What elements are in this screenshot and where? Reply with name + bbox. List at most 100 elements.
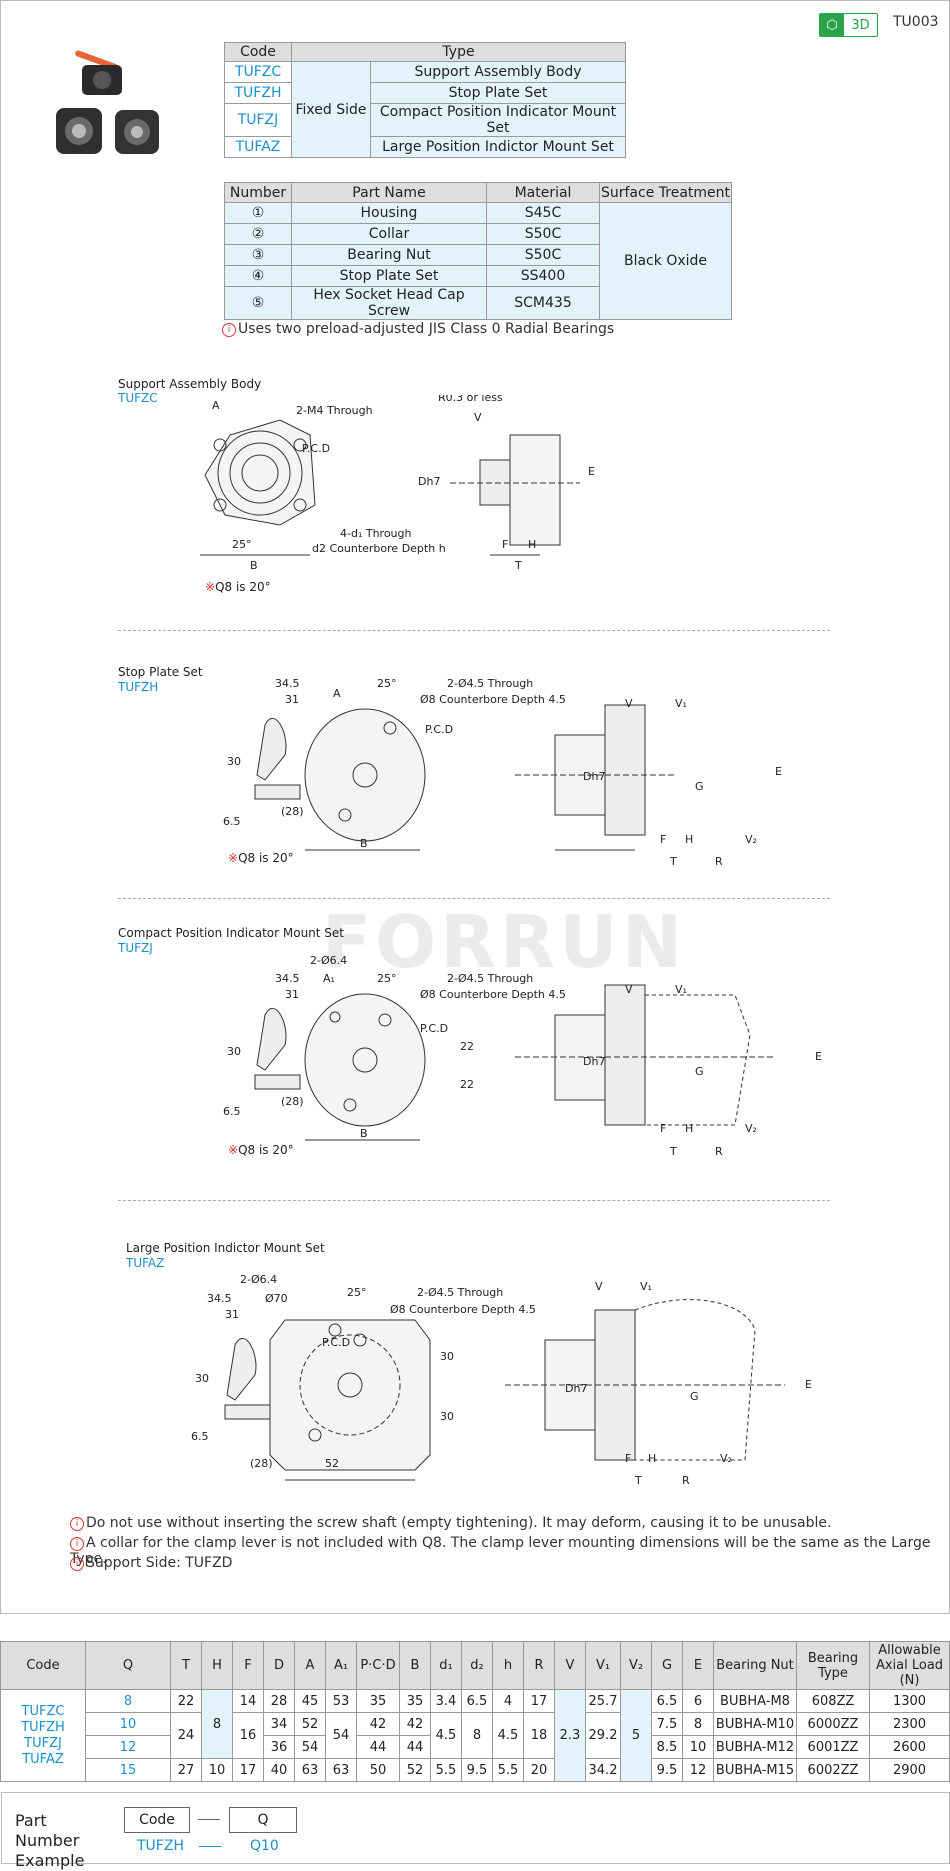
q-option[interactable]: 10: [85, 1712, 171, 1736]
dim-label: (28): [250, 1457, 273, 1470]
spec-cell: 2900: [869, 1758, 950, 1782]
info-icon: i: [222, 323, 236, 337]
spec-cell: 5.5: [492, 1758, 524, 1782]
dim-label: Ø8 Counterbore Depth 4.5: [420, 988, 566, 1001]
spec-header: Q: [85, 1641, 171, 1690]
info-icon: i: [70, 1537, 84, 1551]
code-link-tufzc[interactable]: TUFZC: [224, 61, 292, 83]
spec-header: F: [232, 1641, 264, 1690]
note-mark-icon: ※: [228, 851, 239, 865]
drawing-note-text: Q8 is 20°: [238, 851, 294, 865]
section-divider: [118, 630, 830, 631]
section-divider: [118, 1200, 830, 1201]
spec-cell: 27: [170, 1758, 202, 1782]
spec-cell: BUBHA-M10: [713, 1712, 797, 1736]
drawing-code: TUFZJ: [118, 941, 153, 955]
dim-label: Dh7: [583, 770, 605, 783]
spec-cell: 10: [201, 1758, 233, 1782]
dim-label: 30: [440, 1410, 454, 1423]
dim-label: 2-Ø4.5 Through: [447, 677, 533, 690]
dim-label: 2-Ø6.4: [310, 955, 347, 967]
note-mark-icon: ※: [205, 580, 216, 594]
spec-cell: 5.5: [430, 1758, 462, 1782]
q-option[interactable]: 15: [85, 1758, 171, 1782]
spec-codes-cell: TUFZC TUFZH TUFZJ TUFAZ: [0, 1689, 86, 1782]
dim-label: (28): [281, 805, 304, 818]
spec-header: d₁: [430, 1641, 462, 1690]
dim-label: Ø8 Counterbore Depth 4.5: [420, 693, 566, 706]
type-table-header-type: Type: [291, 42, 626, 62]
code-link-tufzh[interactable]: TUFZH: [224, 82, 292, 104]
dim-label: 52: [325, 1457, 339, 1470]
dim-label: V: [595, 1280, 603, 1293]
spec-cell: 17: [232, 1758, 264, 1782]
code-link-tufaz[interactable]: TUFAZ: [224, 136, 292, 158]
spec-header: P·C·D: [356, 1641, 400, 1690]
3d-button[interactable]: ⬡ 3D: [819, 13, 878, 37]
spec-cell: 6000ZZ: [796, 1712, 870, 1736]
spec-header: Bearing Type: [796, 1641, 870, 1690]
dim-label: (28): [281, 1095, 304, 1108]
spec-cell: 9.5: [461, 1758, 493, 1782]
parts-header: Material: [486, 182, 600, 203]
dim-label: V₂: [745, 1122, 757, 1135]
code-link-tufzj[interactable]: TUFZJ: [24, 1735, 62, 1751]
drawing-title: Support Assembly Body: [118, 377, 262, 391]
dim-label: F: [502, 538, 508, 551]
spec-cell: 3.4: [430, 1689, 462, 1713]
dim-label: R: [682, 1474, 690, 1487]
spec-cell: 6.5: [651, 1689, 683, 1713]
spec-header: R: [523, 1641, 555, 1690]
dim-label: H: [648, 1452, 656, 1465]
part-name: Housing: [291, 202, 487, 224]
code-link-tufzh[interactable]: TUFZH: [21, 1719, 65, 1735]
table-row: 10 24 16 34 52 54 42 42 4.5 8 4.5 18 29.…: [1, 1712, 950, 1759]
q-option[interactable]: 8: [85, 1689, 171, 1713]
part-material: SCM435: [486, 286, 600, 320]
dim-label: G: [690, 1390, 699, 1403]
code-example: TUFZH: [137, 1838, 184, 1854]
spec-cell: BUBHA-M8: [713, 1689, 797, 1713]
drawing-compact-indicator: 34.5 31 A₁ 2-Ø6.4 25° 2-Ø4.5 Through Ø8 …: [223, 955, 822, 1158]
dim-label: 34.5: [275, 677, 300, 690]
type-table: Code Type TUFZC Fixed Side Support Assem…: [224, 42, 626, 158]
spec-header: B: [399, 1641, 431, 1690]
part-material: S50C: [486, 244, 600, 266]
dim-label: T: [514, 559, 522, 572]
spec-cell: 4.5: [430, 1712, 462, 1759]
code-link-tufzc[interactable]: TUFZC: [21, 1703, 65, 1719]
spec-cell: 9.5: [651, 1758, 683, 1782]
dim-label: V: [625, 983, 633, 996]
dim-label: 30: [227, 755, 241, 768]
dim-label: R0.3 or less: [438, 395, 503, 404]
drawing-note-text: Q8 is 20°: [238, 1143, 294, 1157]
dim-label: F: [660, 1122, 666, 1135]
dim-label: H: [685, 1122, 693, 1135]
spec-cell: 16: [232, 1712, 264, 1759]
code-link-tufzj[interactable]: TUFZJ: [224, 103, 292, 137]
dim-label: Ø70: [265, 1292, 288, 1305]
drawing-title: Stop Plate Set: [118, 665, 203, 679]
spec-header: A: [294, 1641, 326, 1690]
drawing-note: ※Q8 is 20°: [228, 1143, 294, 1157]
usage-note-text: Support Side: TUFZD: [86, 1555, 233, 1571]
dim-label: 30: [440, 1350, 454, 1363]
dim-label: 6.5: [191, 1430, 209, 1443]
part-material: S45C: [486, 202, 600, 224]
dim-label: 30: [227, 1045, 241, 1058]
q-option[interactable]: 12: [85, 1735, 171, 1759]
drawing-note-text: Q8 is 20°: [215, 580, 271, 594]
dim-label: E: [805, 1378, 812, 1391]
drawing-title: Large Position Indictor Mount Set: [126, 1241, 325, 1255]
dim-label: Ø8 Counterbore Depth 4.5: [390, 1303, 536, 1316]
code-link-tufaz[interactable]: TUFAZ: [22, 1751, 64, 1767]
spec-cell: 36: [263, 1735, 295, 1759]
spec-cell: 7.5: [651, 1712, 683, 1736]
spec-cell: 22: [170, 1689, 202, 1713]
dim-label: G: [695, 780, 704, 793]
spec-cell: 8: [201, 1689, 233, 1759]
dim-label: A: [212, 399, 220, 412]
dim-label: 25°: [377, 677, 397, 690]
spec-cell: BUBHA-M12: [713, 1735, 797, 1759]
